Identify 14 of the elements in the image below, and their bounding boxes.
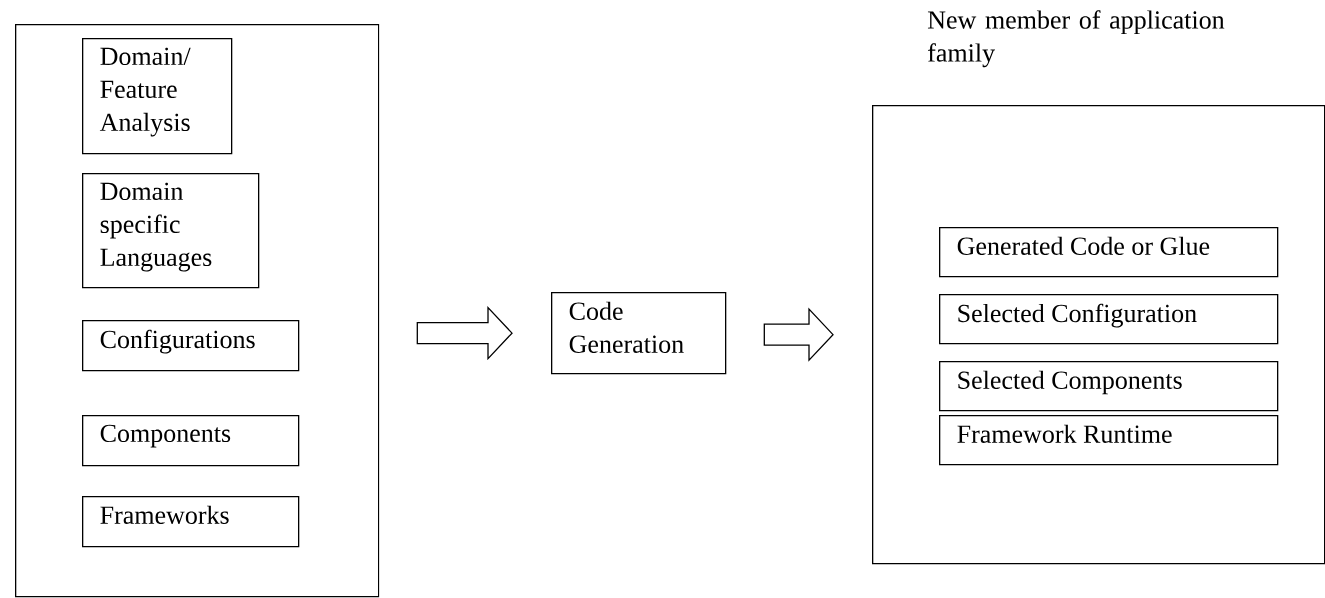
process-box: Frameworks <box>82 496 300 548</box>
heading: New member of application family <box>927 10 1225 68</box>
process-box: Domain specific Languages <box>82 173 260 289</box>
process-box: Framework Runtime <box>939 415 1279 466</box>
process-box: Code Generation <box>551 292 727 375</box>
block-arrow <box>416 306 513 361</box>
process-box: Domain/ Feature Analysis <box>82 38 233 155</box>
process-box: Selected Configuration <box>939 294 1279 345</box>
process-box: Components <box>82 415 300 467</box>
process-box: Configurations <box>82 320 300 372</box>
process-box: Generated Code or Glue <box>939 227 1279 278</box>
block-arrow <box>763 307 834 362</box>
container-box <box>15 24 380 598</box>
process-box: Selected Components <box>939 361 1279 412</box>
